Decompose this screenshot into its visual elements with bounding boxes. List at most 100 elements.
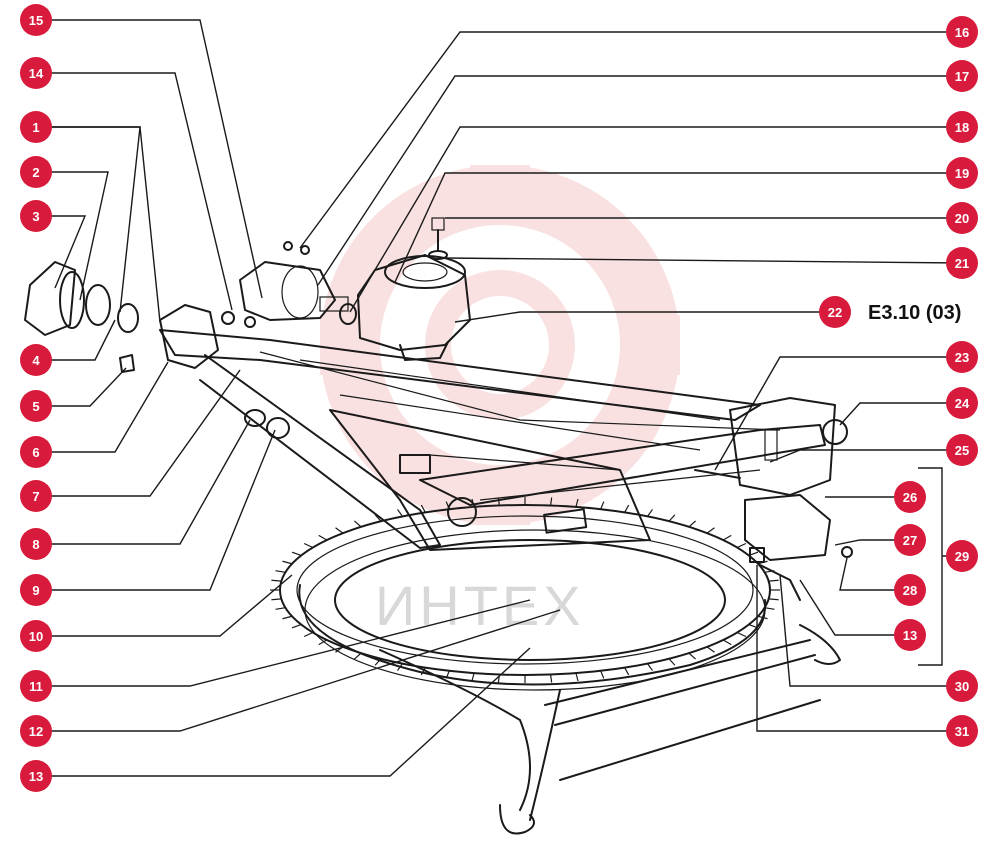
callout-badge-circle [20, 200, 52, 232]
callout-right-9: 25 [946, 434, 978, 466]
gear-tooth [624, 667, 630, 676]
callout-badge-circle [20, 528, 52, 560]
callout-right-12: 28 [894, 574, 926, 606]
callout-right-5: 21 [946, 247, 978, 279]
control-mechanism [694, 397, 853, 601]
callout-number: 12 [29, 724, 43, 739]
gear-tooth [722, 534, 732, 541]
callout-right-6: 22 [819, 296, 851, 328]
gear-tooth [374, 658, 382, 666]
callout-number: 19 [955, 166, 969, 181]
callout-badge-circle [946, 670, 978, 702]
callout-badge-circle [894, 524, 926, 556]
gear-tooth [397, 509, 403, 517]
gear-tooth [647, 663, 653, 671]
gear-tooth [757, 615, 768, 620]
callout-badge-circle [20, 156, 52, 188]
callout-number: 28 [903, 583, 917, 598]
callout-badge-circle [946, 16, 978, 48]
gear-tooth [706, 646, 715, 653]
callout-badge-circle [946, 60, 978, 92]
gear-tooth [706, 527, 715, 534]
tine-arm [379, 624, 841, 835]
gear-tooth [736, 542, 747, 549]
callout-number: 1 [32, 120, 39, 135]
callout-number: 15 [29, 13, 43, 28]
callout-number: 29 [955, 549, 969, 564]
callout-badge-circle [946, 540, 978, 572]
callout-badge-circle [894, 574, 926, 606]
callout-right-10: 26 [894, 481, 926, 513]
gear-tooth [335, 527, 344, 534]
gear-tooth [647, 509, 653, 517]
callout-badge-circle [20, 57, 52, 89]
callout-number: 17 [955, 69, 969, 84]
callout-right-15: 31 [946, 715, 978, 747]
callout-number: 4 [32, 353, 40, 368]
callout-left-6: 5 [20, 390, 52, 422]
ring-gear [270, 497, 780, 691]
gear-tooth [550, 497, 553, 506]
callout-number: 6 [32, 445, 39, 460]
callout-number: 24 [955, 396, 970, 411]
callout-number: 20 [955, 211, 969, 226]
callout-right-14: 30 [946, 670, 978, 702]
callout-badge-circle [946, 247, 978, 279]
callout-left-5: 4 [20, 344, 52, 376]
callout-right-1: 17 [946, 60, 978, 92]
gear-tooth [736, 631, 747, 638]
gear-tooth [722, 639, 732, 646]
gear-tooth [282, 615, 293, 620]
callout-number: 10 [29, 629, 43, 644]
callout-left-13: 12 [20, 715, 52, 747]
callout-number: 21 [955, 256, 969, 271]
callout-left-8: 7 [20, 480, 52, 512]
callout-badge-circle [946, 341, 978, 373]
callout-left-2: 1 [20, 111, 52, 143]
callout-number: 11 [29, 679, 43, 694]
watermark-text: ИНТЕХ [375, 574, 585, 637]
callout-badge-circle [946, 715, 978, 747]
callout-number: 26 [903, 490, 917, 505]
callout-badges: 1514123456789101112131617181920212223242… [20, 4, 978, 792]
gear-tooth [471, 672, 475, 682]
callout-left-10: 9 [20, 574, 52, 606]
callout-badge-circle [894, 481, 926, 513]
gear-tooth [768, 598, 779, 601]
callout-right-8: 24 [946, 387, 978, 419]
callout-badge-circle [20, 480, 52, 512]
gear-tooth [275, 570, 286, 573]
callout-left-9: 8 [20, 528, 52, 560]
callout-badge-circle [20, 111, 52, 143]
gear-tooth [575, 672, 579, 682]
callout-number: 8 [32, 537, 39, 552]
gear-tooth [688, 652, 697, 660]
callout-number: 18 [955, 120, 969, 135]
gear-tooth [445, 670, 450, 679]
callout-number: 23 [955, 350, 969, 365]
gear-tooth [291, 624, 302, 629]
watermark-logo [320, 165, 680, 525]
callout-number: 30 [955, 679, 969, 694]
gear-tooth [318, 534, 328, 541]
gear-tooth [271, 579, 282, 582]
gear-tooth [550, 674, 553, 683]
gear-tooth [497, 497, 500, 506]
callout-number: 16 [955, 25, 969, 40]
gear-tooth [353, 652, 362, 660]
gear-tooth [291, 551, 302, 556]
callout-number: 3 [32, 209, 39, 224]
reference-code: E3.10 (03) [868, 302, 961, 324]
callout-right-13: 13 [894, 619, 926, 651]
callout-right-11: 27 [894, 524, 926, 556]
callout-number: 27 [903, 533, 917, 548]
gear-tooth [303, 542, 314, 549]
gear-tooth [282, 560, 293, 565]
callout-badge-circle [946, 202, 978, 234]
gear-tooth [624, 504, 630, 513]
gear-tooth [668, 658, 676, 666]
callout-badge-circle [20, 574, 52, 606]
callout-number: 9 [32, 583, 39, 598]
